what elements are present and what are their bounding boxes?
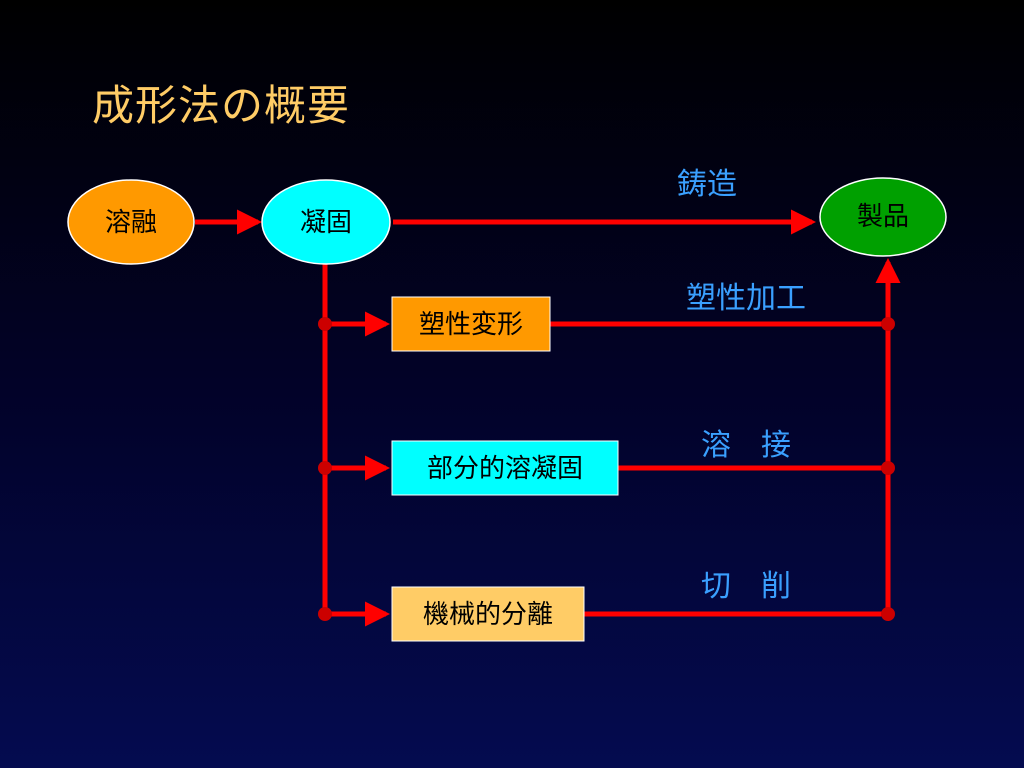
junction-dot bbox=[318, 461, 332, 475]
node-solidify-label: 凝固 bbox=[300, 208, 352, 238]
node-product: 製品 bbox=[819, 177, 947, 257]
page-title: 成形法の概要 bbox=[92, 81, 351, 130]
junction-dot bbox=[318, 607, 332, 621]
node-plastic-deformation-label: 塑性変形 bbox=[419, 310, 523, 340]
node-mechanical-separation-label: 機械的分離 bbox=[423, 600, 553, 630]
junction-dot bbox=[318, 317, 332, 331]
node-melt: 溶融 bbox=[67, 179, 195, 265]
junction-dot bbox=[881, 461, 895, 475]
route-label-plastic-working: 塑性加工 bbox=[686, 281, 806, 316]
node-product-label: 製品 bbox=[857, 202, 909, 232]
node-plastic-deformation: 塑性変形 bbox=[391, 296, 551, 352]
node-melt-label: 溶融 bbox=[105, 208, 157, 238]
node-mechanical-separation: 機械的分離 bbox=[391, 586, 585, 642]
node-partial-melt-solidify: 部分的溶凝固 bbox=[391, 440, 619, 496]
node-solidify: 凝固 bbox=[261, 179, 391, 265]
route-label-casting: 鋳造 bbox=[677, 167, 737, 202]
node-partial-melt-solidify-label: 部分的溶凝固 bbox=[427, 454, 583, 484]
junction-dot bbox=[881, 607, 895, 621]
route-label-cutting: 切 削 bbox=[701, 569, 791, 604]
route-label-welding: 溶 接 bbox=[701, 428, 791, 463]
junction-dot bbox=[881, 317, 895, 331]
